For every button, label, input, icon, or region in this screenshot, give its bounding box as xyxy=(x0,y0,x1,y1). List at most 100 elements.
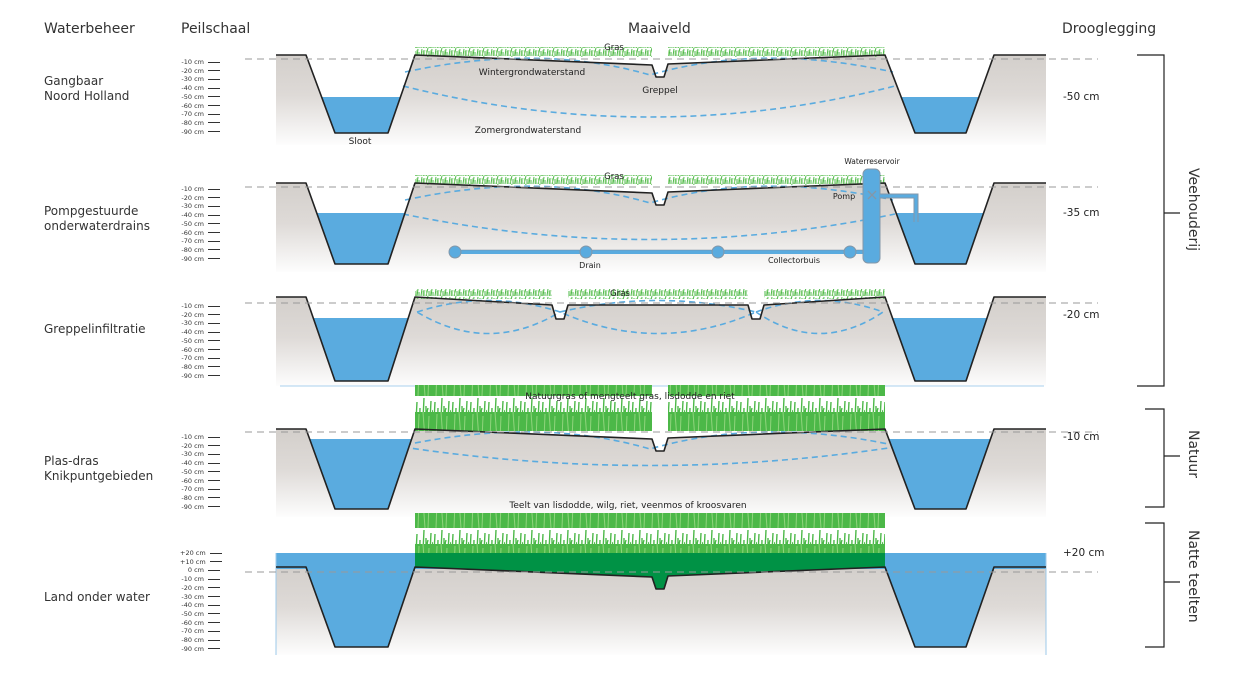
scale-tick-label: -10 cm xyxy=(181,433,204,441)
scale-tick: -50 cm xyxy=(180,93,220,102)
scale-tick-mark xyxy=(208,630,220,632)
flood-water-left xyxy=(306,553,415,571)
scale-tick-mark xyxy=(208,488,220,490)
ditch-water-left xyxy=(313,318,409,381)
label-drain: Drain xyxy=(579,261,601,270)
label-wintergrondwaterstand: Wintergrondwaterstand xyxy=(479,68,585,78)
peilschaal-row1: -10 cm-20 cm-30 cm-40 cm-50 cm-60 cm-70 … xyxy=(180,58,220,136)
scale-tick-mark xyxy=(208,314,220,316)
scale-tick-mark xyxy=(208,471,220,473)
grass-strip xyxy=(415,175,652,185)
scale-tick: -30 cm xyxy=(180,319,220,328)
terrain-outline xyxy=(276,566,1046,648)
header-peilschaal: Peilschaal xyxy=(181,21,251,37)
scale-tick: -30 cm xyxy=(180,450,220,459)
drain-node xyxy=(711,245,725,259)
row-label-line: Pompgestuurde xyxy=(44,204,139,218)
scale-tick: -60 cm xyxy=(180,346,220,355)
scale-tick: -40 cm xyxy=(180,328,220,337)
scale-tick-label: -60 cm xyxy=(181,101,204,110)
ditch-air-right xyxy=(885,54,994,97)
scale-tick-mark xyxy=(208,375,220,377)
scale-tick: -20 cm xyxy=(180,442,220,451)
scale-tick-mark xyxy=(208,613,220,615)
scale-tick-mark xyxy=(208,497,220,499)
scale-tick-mark xyxy=(208,223,220,225)
scale-tick: -70 cm xyxy=(180,237,220,246)
scale-tick: -40 cm xyxy=(180,459,220,468)
scale-tick: -50 cm xyxy=(180,220,220,229)
scale-tick-label: -80 cm xyxy=(181,493,204,502)
winter-groundwater-line xyxy=(404,185,894,204)
row-label-line: Land onder water xyxy=(44,590,150,604)
scale-tick-label: -70 cm xyxy=(181,354,204,363)
tall-grass xyxy=(668,385,885,431)
scale-tick-mark xyxy=(208,357,220,359)
water-reservoir xyxy=(862,168,881,264)
label-gras: Gras xyxy=(604,43,624,53)
scale-tick-label: -50 cm xyxy=(181,92,204,101)
tall-grass xyxy=(415,385,652,431)
row-label-line: Knikpuntgebieden xyxy=(44,469,154,483)
scale-tick-mark xyxy=(209,552,222,554)
winter-groundwater-line xyxy=(404,57,894,76)
scale-tick-label: -80 cm xyxy=(181,362,204,371)
grass-strip xyxy=(668,175,885,185)
header-waterbeheer: Waterbeheer xyxy=(44,21,135,37)
scale-tick-mark xyxy=(208,78,220,80)
scale-tick-label: -80 cm xyxy=(181,636,204,645)
ditch-water-right xyxy=(896,213,984,264)
scale-tick: -20 cm xyxy=(180,311,220,320)
scale-tick-label: -70 cm xyxy=(181,627,204,636)
scale-tick-label: -60 cm xyxy=(181,618,204,627)
row-label-line: Greppelinfiltratie xyxy=(44,322,146,336)
scale-tick-label: -20 cm xyxy=(181,441,204,450)
drooglegging-value-row2: -35 cm xyxy=(1063,207,1100,219)
scale-tick-mark xyxy=(208,188,220,190)
label-gras: Gras xyxy=(604,172,624,182)
ditch-water-left xyxy=(321,97,401,133)
field-air xyxy=(415,51,885,77)
label-collectorbuis: Collectorbuis xyxy=(768,256,820,265)
drain-node xyxy=(579,245,593,259)
scale-tick: -20 cm xyxy=(180,194,220,203)
scale-tick-label: +20 cm xyxy=(180,549,206,557)
scale-tick: -30 cm xyxy=(180,593,220,602)
field-air xyxy=(415,179,885,205)
summer-groundwater-line xyxy=(402,446,896,467)
drooglegging-value-row1: -50 cm xyxy=(1063,91,1100,103)
scale-tick: -40 cm xyxy=(180,211,220,220)
scale-tick: +10 cm xyxy=(180,558,222,567)
scale-tick: -10 cm xyxy=(180,58,220,67)
diagram-row-3 xyxy=(245,289,1098,387)
scale-tick-mark xyxy=(208,61,220,63)
scale-tick-mark xyxy=(208,648,220,650)
drain-node xyxy=(448,245,462,259)
pump-x-icon xyxy=(867,190,877,200)
scale-tick-mark xyxy=(208,480,220,482)
scale-tick: -80 cm xyxy=(180,119,220,128)
terrain-outline xyxy=(276,428,1046,510)
scale-tick: -40 cm xyxy=(180,84,220,93)
scale-tick-label: -70 cm xyxy=(181,110,204,119)
scale-tick-mark xyxy=(208,105,220,107)
scale-tick-label: -80 cm xyxy=(181,245,204,254)
scale-tick: 0 cm xyxy=(180,566,220,575)
ditch-water-right xyxy=(901,97,979,133)
row-label-gangbaar: Gangbaar Noord Holland xyxy=(44,74,129,104)
field-air xyxy=(415,293,885,319)
scale-tick-label: -90 cm xyxy=(181,127,204,136)
group-bracket-veehouderij xyxy=(1137,54,1180,387)
ditch-water-left xyxy=(306,567,415,647)
scale-tick: -90 cm xyxy=(180,372,220,381)
scale-tick-mark xyxy=(208,604,220,606)
scale-tick: -90 cm xyxy=(180,645,220,654)
scale-tick-mark xyxy=(208,569,220,571)
scale-tick-mark xyxy=(208,214,220,216)
scale-tick-mark xyxy=(208,240,220,242)
grass-strip xyxy=(415,289,552,299)
peilschaal-row3: -10 cm-20 cm-30 cm-40 cm-50 cm-60 cm-70 … xyxy=(180,302,220,380)
scale-tick-label: -40 cm xyxy=(181,84,204,93)
